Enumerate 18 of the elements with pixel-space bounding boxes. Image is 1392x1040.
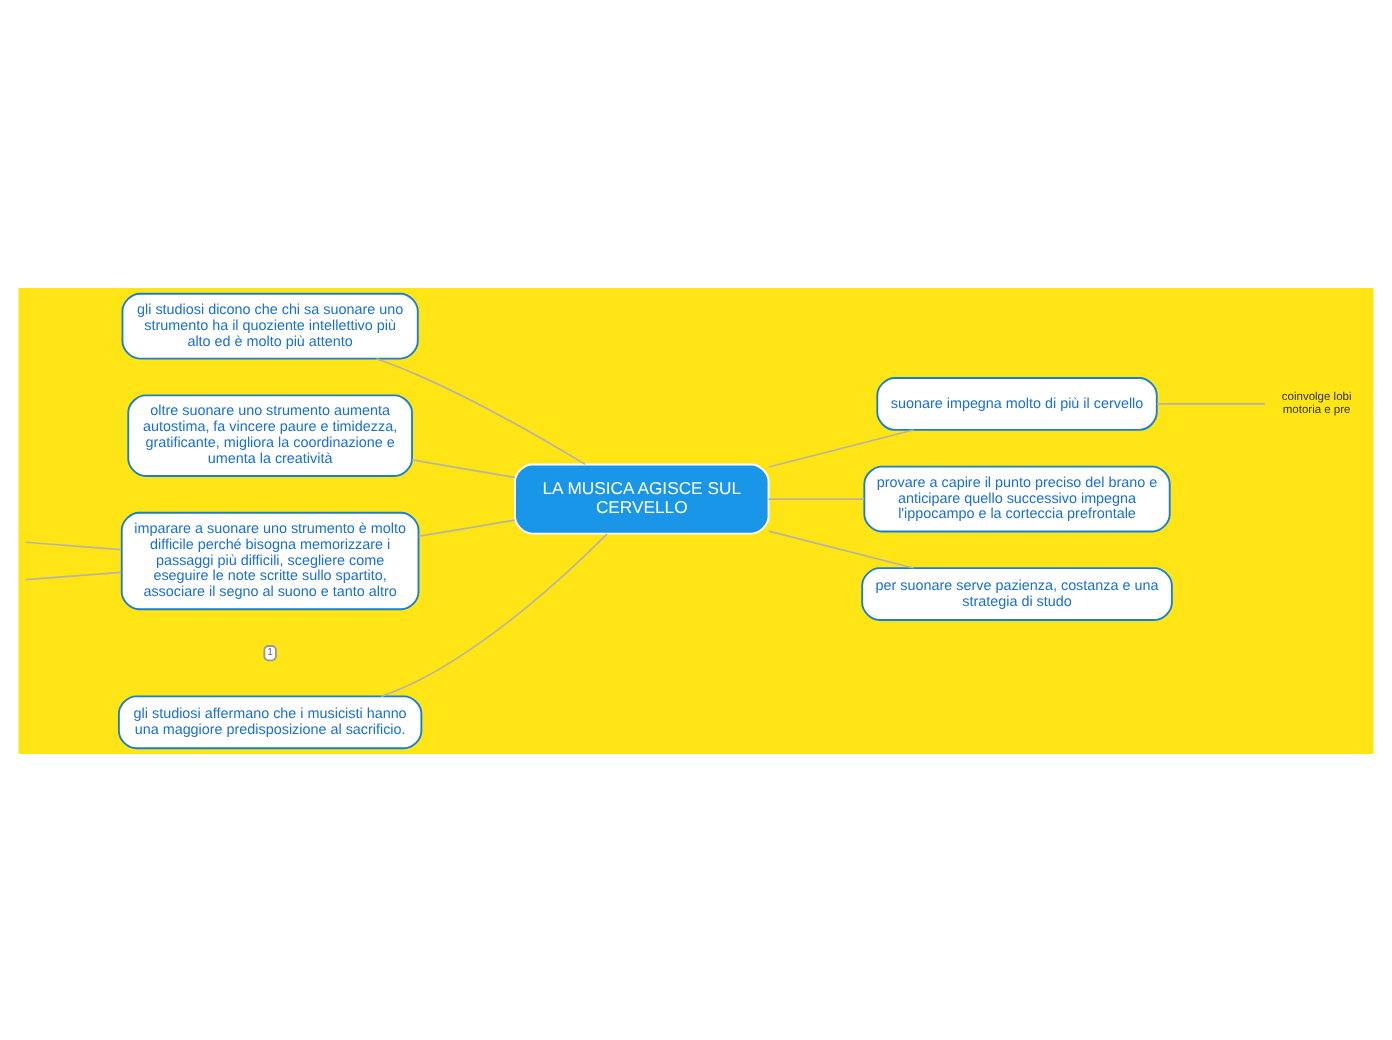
node-box: provare a capire il punto preciso del brano e anticipare quello successivo impegna l'ippocampo e la corteccia prefrontale (863, 464, 1171, 532)
connector (380, 532, 609, 697)
node-box: imparare a suonare uno strumento è molto difficile perché bisogna memorizzare i passaggi più difficili, scegliere come eseguire le note scritte sullo spartito, associare il segno al suono e tanto altro (120, 510, 420, 610)
connector (375, 356, 586, 465)
node-box: suonare impegna molto di più il cervello (876, 376, 1158, 430)
connector (411, 457, 516, 478)
node-box: per suonare serve pazienza, costanza e una strategia di studo (861, 566, 1173, 620)
connector (767, 428, 915, 467)
connector (1155, 402, 1266, 404)
connector (24, 570, 123, 580)
connector (24, 540, 123, 550)
connector (767, 529, 915, 568)
node-box: LA MUSICA AGISCE SUL CERVELLO (514, 462, 770, 534)
node-box: oltre suonare uno strumento aumenta autostima, fa vincere paure e timidezza, gratificante, migliora la coordinazione e umenta la creatività (127, 393, 413, 476)
connector (767, 497, 865, 499)
connector (418, 518, 516, 537)
node-box: gli studiosi dicono che chi sa suonare uno strumento ha il quoziente intellettivo più alto ed è molto più attento (121, 291, 419, 359)
node-box: gli studiosi affermano che i musicisti hanno una maggiore predisposizione al sacrificio. (117, 694, 423, 749)
